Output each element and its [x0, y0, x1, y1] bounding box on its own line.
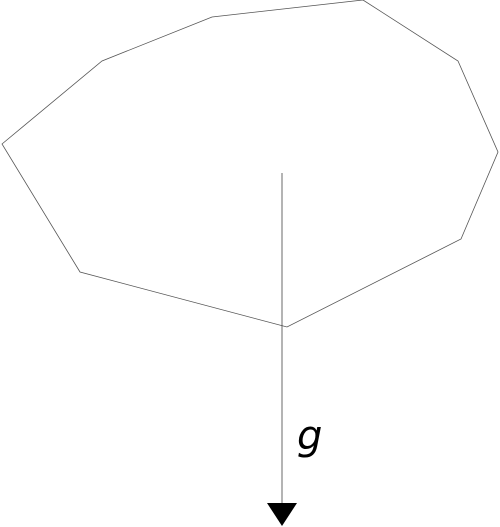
irregular-body-outline [1, 0, 499, 328]
gravity-vector-arrowhead [267, 503, 297, 526]
gravity-vector-label: g [297, 413, 322, 459]
